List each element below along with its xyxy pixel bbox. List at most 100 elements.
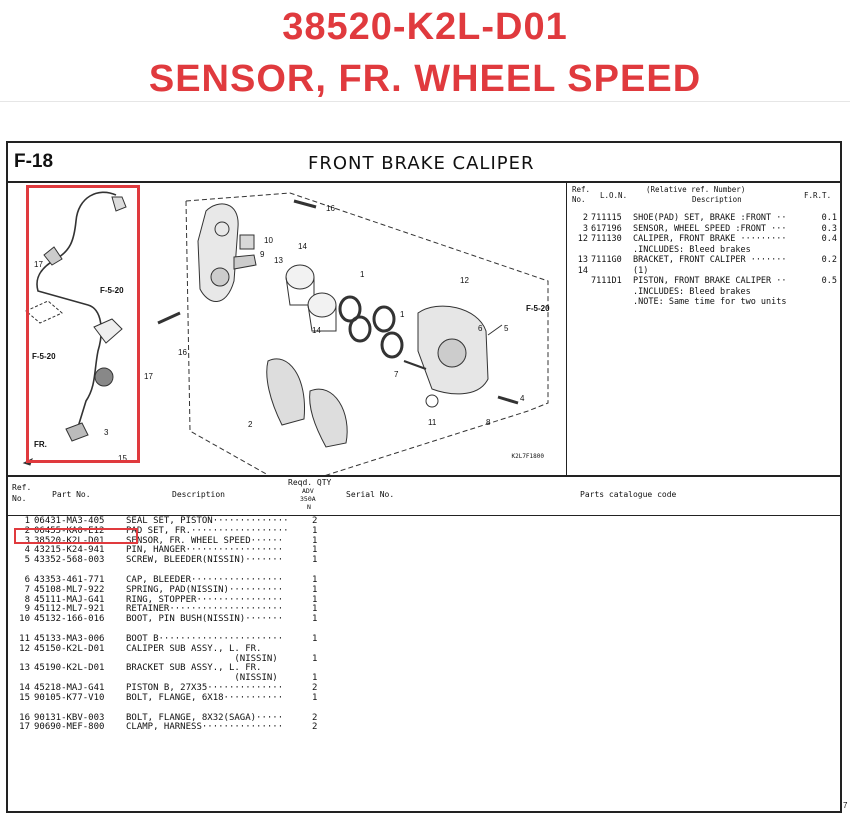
part-qty: 1 xyxy=(312,692,318,703)
ref-label-17-bottom: 17 xyxy=(144,372,153,381)
part-ref: 6 xyxy=(24,574,30,585)
part-number: 43353-461-771 xyxy=(34,574,105,585)
part-number: 45190-K2L-D01 xyxy=(34,663,105,674)
part-ref: 3 xyxy=(24,535,30,546)
ref-label-1-top: 1 xyxy=(360,270,365,279)
lon-row: 14(1) xyxy=(570,266,838,277)
lon-description: .INCLUDES: Bleed brakes xyxy=(633,244,751,255)
ref-label-f520-right: F-5-20 xyxy=(526,304,550,313)
ref-label-13: 13 xyxy=(274,256,283,265)
part-number: 90105-K77-V10 xyxy=(34,692,105,703)
part-description: BOOT B······················· xyxy=(126,633,284,644)
lon-frt: 0.4 xyxy=(821,234,837,244)
parts-header-reqd-qty: Reqd. QTY xyxy=(288,478,332,487)
part-description: SEAL SET, PISTON·············· xyxy=(126,516,289,526)
part-ref: 16 xyxy=(19,712,30,723)
lon-ref xyxy=(570,245,588,256)
ref-label-14-bottom: 14 xyxy=(312,326,321,335)
lon-description: .INCLUDES: Bleed brakes xyxy=(633,286,751,297)
parts-header-part-no: Part No. xyxy=(52,490,91,499)
parts-header-ref-no: No. xyxy=(12,494,27,503)
lon-description: BRACKET, FRONT CALIPER ······· xyxy=(633,255,787,265)
lon-row: .NOTE: Same time for two units xyxy=(570,297,838,308)
lon-ref: 14 xyxy=(577,265,588,276)
part-ref: 12 xyxy=(19,643,30,654)
parts-header-adv: ADV xyxy=(302,487,314,495)
part-qty: 2 xyxy=(312,682,318,693)
part-description: CAP, BLEEDER················· xyxy=(126,574,284,585)
group-spacer xyxy=(12,703,832,713)
lon-ref xyxy=(570,297,588,308)
part-description: BOOT, PIN BUSH(NISSIN)······· xyxy=(126,614,284,625)
lon-code xyxy=(588,287,633,298)
part-ref: 17 xyxy=(19,722,30,733)
lon-header-frt: F.R.T. xyxy=(804,191,832,200)
part-number: 90131-KBV-003 xyxy=(34,712,105,723)
header-divider xyxy=(0,101,850,102)
lon-code xyxy=(588,266,633,277)
part-ref: 10 xyxy=(19,614,30,625)
part-ref: 15 xyxy=(19,692,30,703)
sensor-highlight-box xyxy=(26,185,140,463)
parts-header-n: N xyxy=(307,503,311,511)
part-number: 45150-K2L-D01 xyxy=(34,643,105,654)
part-number: 43352-568-003 xyxy=(34,555,105,566)
part-description: PISTON B, 27X35·············· xyxy=(126,682,284,693)
parts-row: 1 06431-MA3-405 SEAL SET, PISTON··········… xyxy=(12,516,832,526)
part-description: RING, STOPPER················ xyxy=(126,594,284,605)
ref-label-3: 3 xyxy=(104,428,109,437)
part-qty: 1 xyxy=(312,594,318,605)
lon-code: 7111G0 xyxy=(591,255,622,265)
part-qty: 1 xyxy=(312,525,318,536)
part-number: 06455-KA0-E12 xyxy=(34,525,105,536)
group-spacer xyxy=(12,565,832,575)
part-description: PIN, HANGER·················· xyxy=(126,545,284,556)
part-ref: 4 xyxy=(24,545,30,556)
lon-code: 7111D1 xyxy=(591,276,622,286)
part-ref: 13 xyxy=(19,663,30,674)
exploded-diagram: 16 10 9 13 14 14 1 1 12 F-5-20 6 5 7 11 … xyxy=(8,181,567,475)
part-ref: 2 xyxy=(24,525,30,536)
lon-description: .NOTE: Same time for two units xyxy=(633,297,787,307)
lon-frt xyxy=(815,297,837,308)
lon-frt: 0.2 xyxy=(821,255,837,265)
part-qty: 1 xyxy=(312,653,318,664)
part-qty: 2 xyxy=(312,712,318,723)
part-description: SPRING, PAD(NISSIN)·········· xyxy=(126,584,284,595)
figure-title-row: F-18 FRONT BRAKE CALIPER xyxy=(8,143,840,183)
part-qty: 2 xyxy=(312,722,318,733)
ref-label-14-top: 14 xyxy=(298,242,307,251)
ref-label-17-top: 17 xyxy=(34,260,43,269)
ref-label-11: 11 xyxy=(428,418,437,427)
lon-description: CALIPER, FRONT BRAKE ········· xyxy=(633,234,787,244)
lon-frt xyxy=(815,287,837,298)
part-description: BRACKET SUB ASSY., L. FR. xyxy=(126,663,262,674)
part-number: 06431-MA3-405 xyxy=(34,516,105,526)
lon-code: 617196 xyxy=(591,223,622,234)
part-name-heading: SENSOR, FR. WHEEL SPEED xyxy=(148,58,702,100)
part-ref: 8 xyxy=(24,594,30,605)
part-qty: 1 xyxy=(312,604,318,615)
lon-header-description: Description xyxy=(692,195,742,204)
part-description: SENSOR, FR. WHEEL SPEED······ xyxy=(126,535,284,546)
part-number: 45133-MA3-006 xyxy=(34,633,105,644)
part-3-highlight xyxy=(14,528,138,544)
part-number: 45112-ML7-921 xyxy=(34,604,105,615)
lon-code xyxy=(588,245,633,256)
lon-ref: 2 xyxy=(582,213,588,223)
page-mark: 7 xyxy=(843,801,848,810)
part-ref: 1 xyxy=(24,516,30,526)
parts-row: 6 43353-461-771 CAP, BLEEDER··············… xyxy=(12,575,832,585)
ref-label-f520-left: F-5-20 xyxy=(32,352,56,361)
lon-frt: 0.1 xyxy=(821,213,837,223)
part-number: 43215-K24-941 xyxy=(34,545,105,556)
part-description: BOLT, FLANGE, 8X32(SAGA)····· xyxy=(126,712,284,723)
part-qty: 1 xyxy=(312,574,318,585)
